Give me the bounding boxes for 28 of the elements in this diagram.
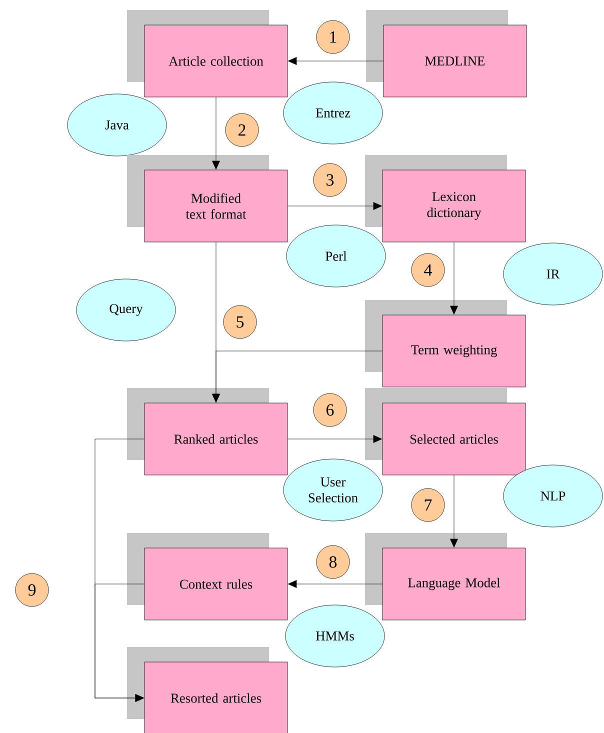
process-box: Lexicon dictionary [365,155,526,242]
process-box: Context rules [127,533,288,620]
step-number: 7 [411,488,445,522]
arrow [288,580,382,588]
arrow [450,475,458,548]
step-number: 1 [316,20,350,54]
step-number: 4 [411,253,445,287]
step-number: 8 [316,545,350,579]
process-box: Selected articles [365,388,526,476]
process-box: Language Model [365,533,526,620]
step-number: 3 [313,163,347,197]
process-box: MEDLINE [366,10,527,98]
arrow [288,57,384,65]
arrow [212,97,220,170]
process-box: Ranked articles [127,388,288,476]
process-box: Article collection [127,10,288,98]
process-box: Resorted articles [127,647,288,733]
step-number: 5 [223,305,257,339]
arrow [288,202,382,210]
process-box: Term weighting [365,300,526,388]
process-box: Modified text format [127,155,288,242]
step-number: 9 [15,573,49,607]
step-number: 6 [313,393,347,427]
arrow [94,584,144,702]
arrow [450,242,458,315]
arrow [212,350,382,403]
arrow [288,435,382,443]
step-number: 2 [225,113,259,147]
